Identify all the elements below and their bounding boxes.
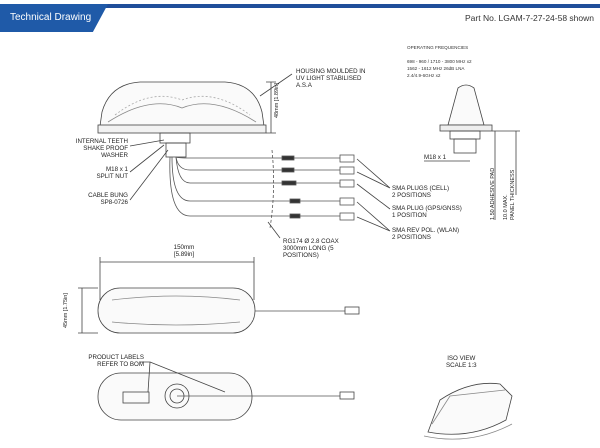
section-tab: Technical Drawing bbox=[0, 4, 108, 32]
end-view bbox=[424, 84, 520, 220]
frequency-line: 1562 - 1612 MHz 26dB LNA bbox=[407, 66, 465, 71]
height-dimension: 48mm [1.89in] bbox=[274, 83, 280, 118]
bottom-view bbox=[97, 361, 355, 421]
callout-sma-cell: SMA PLUGS (CELL)2 POSITIONS bbox=[392, 185, 450, 199]
frequency-line: 2.4/4.9-6GHz x2 bbox=[407, 73, 441, 78]
callout-sma-wlan: SMA REV POL. (WLAN)2 POSITIONS bbox=[392, 227, 460, 241]
side-view bbox=[97, 73, 391, 239]
frequencies-title: OPERATING FREQUENCIES bbox=[407, 45, 469, 50]
frequency-line: 698 - 960 / 1710 - 3800 MHz x2 bbox=[407, 59, 472, 64]
header-bar bbox=[0, 4, 600, 8]
thread-dimension: M18 x 1 bbox=[424, 154, 447, 161]
length-dimension: 150mm[5.89in] bbox=[173, 244, 195, 258]
panel-dimension: 10.0 MAX.PANEL THICKNESS bbox=[503, 169, 516, 220]
callout-sma-gps: SMA PLUG (GPS/GNSS)1 POSITION bbox=[392, 205, 462, 219]
width-dimension: 45mm [1.75in] bbox=[63, 293, 69, 328]
pad-dimension: 1.50 ADHESIVE PAD bbox=[490, 167, 496, 220]
cables bbox=[169, 149, 355, 229]
top-view bbox=[78, 257, 360, 334]
section-title: Technical Drawing bbox=[10, 12, 92, 23]
iso-view bbox=[423, 383, 513, 440]
part-number: Part No. LGAM-7-27-24-58 shown bbox=[465, 13, 594, 23]
